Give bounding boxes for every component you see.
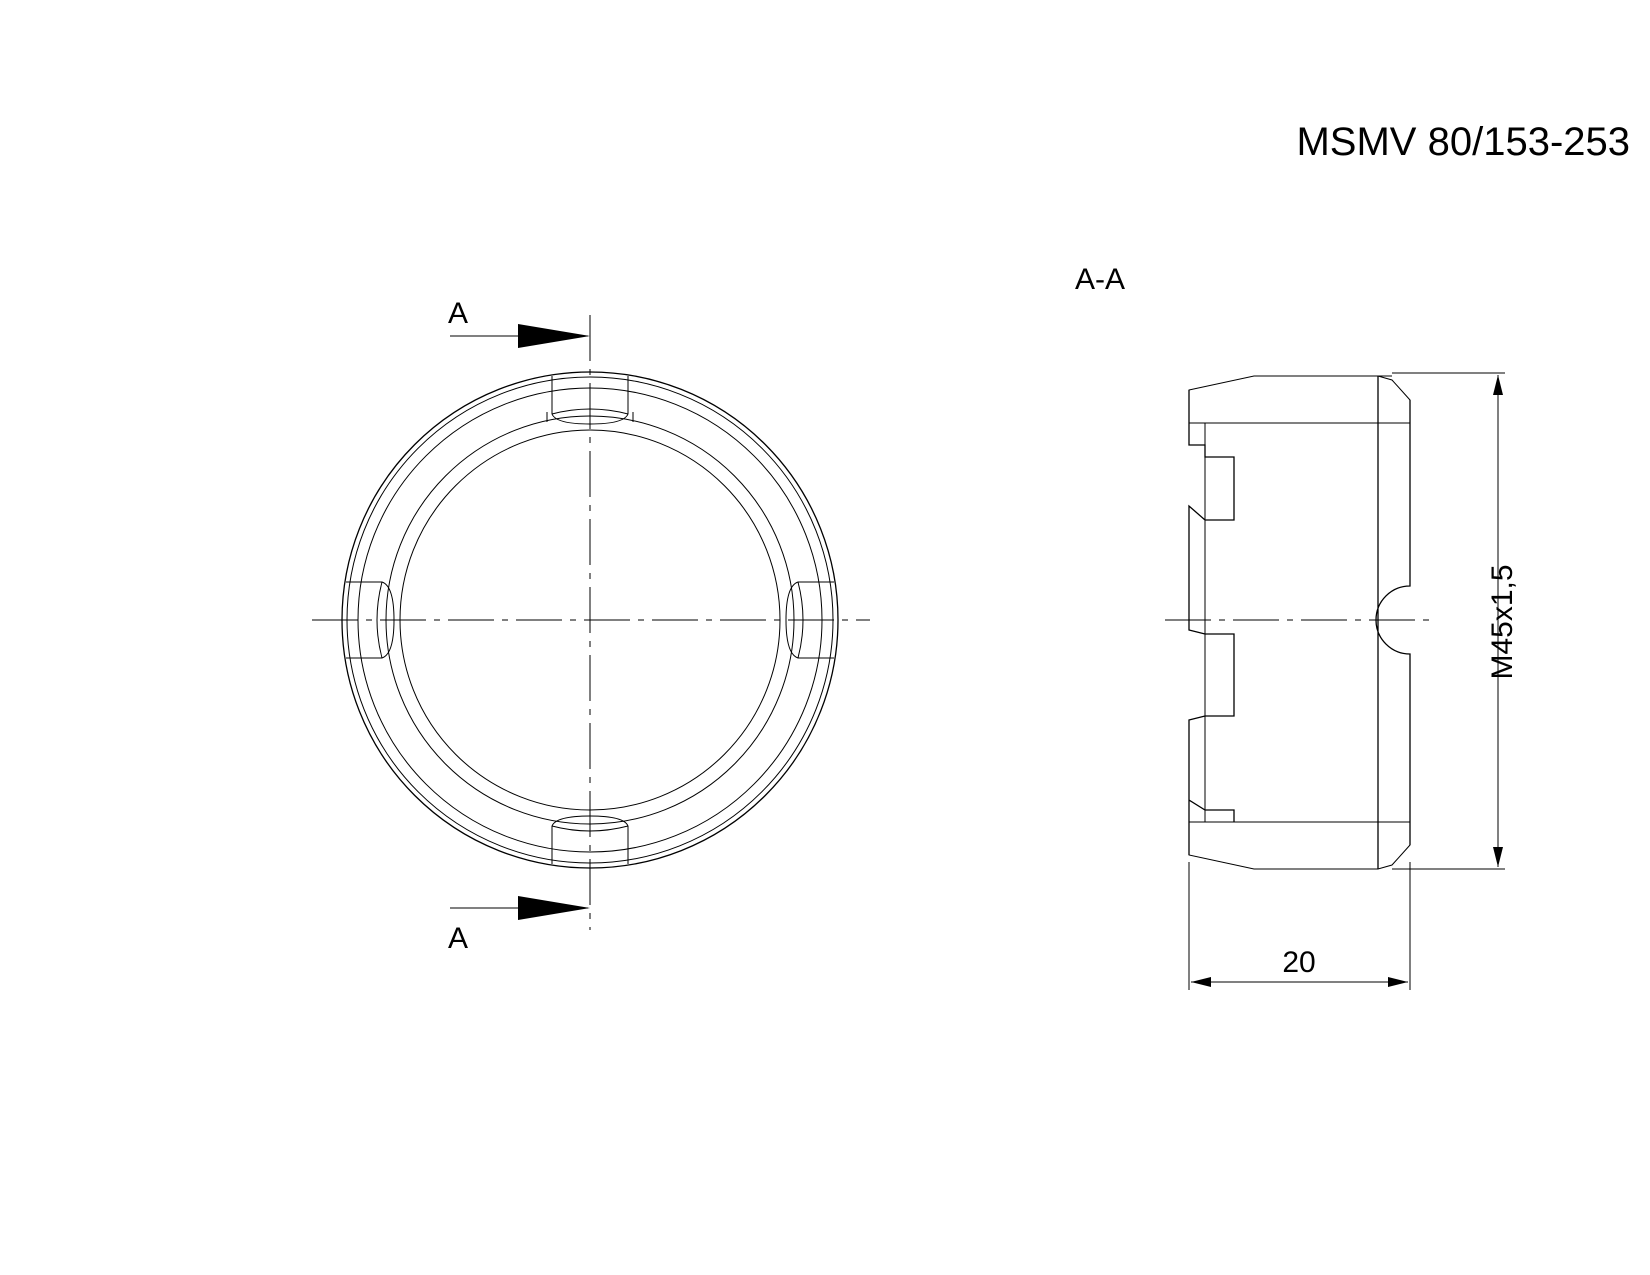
part-number: MSMV 80/153-253 [1296,120,1630,164]
section-view: A-A M45x1,5 20 [1075,263,1519,990]
hatched-wall-top [1188,375,1411,424]
dimension-thread: M45x1,5 [1392,372,1519,870]
front-view: A A [312,297,870,955]
dim-thread-text: M45x1,5 [1486,564,1519,679]
hatched-wall-bottom [1188,821,1411,870]
right-face [1375,376,1411,869]
section-arrow-top [450,324,590,348]
dimension-length: 20 [1188,862,1411,990]
section-arrow-bottom [450,896,590,920]
dim-length-text: 20 [1282,946,1315,979]
section-outline [1188,390,1235,855]
cut-label-top: A [448,297,468,330]
cut-label-bottom: A [448,922,468,955]
section-label: A-A [1075,263,1125,296]
